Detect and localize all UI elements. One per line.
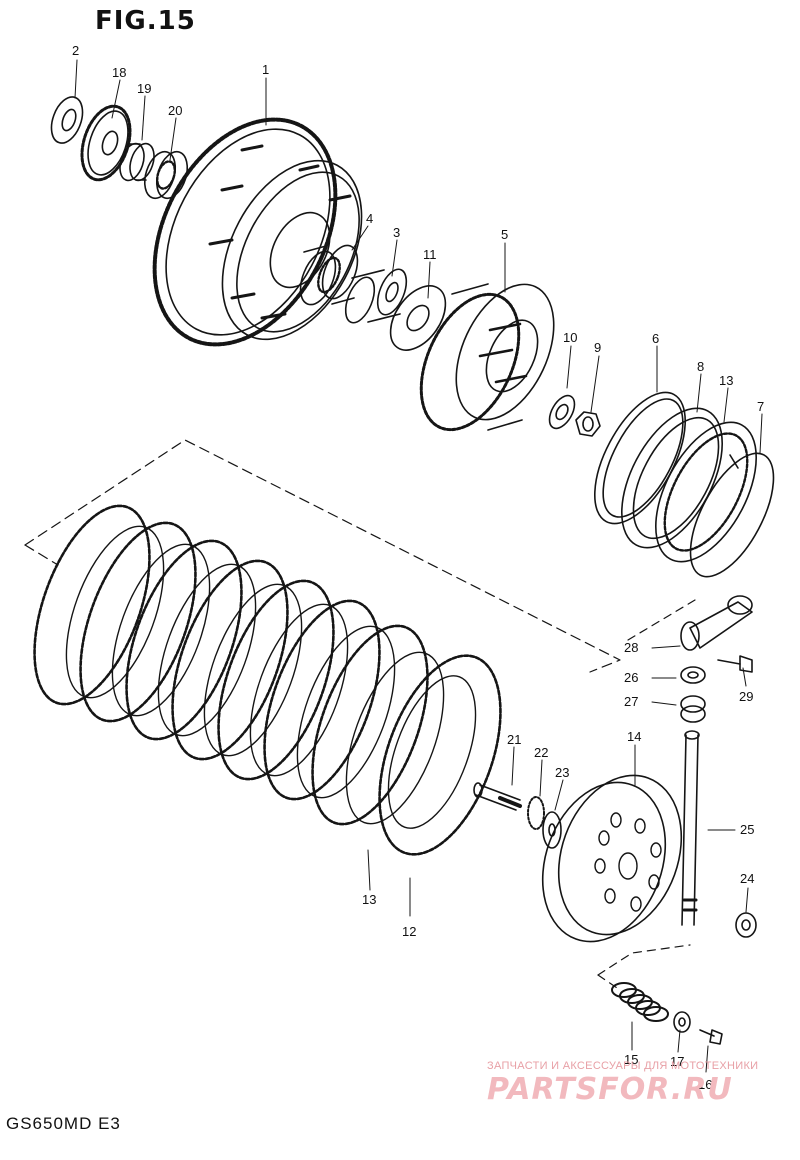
watermark-tagline: ЗАПЧАСТИ И АКСЕССУАРЫ ДЛЯ МОТОТЕХНИКИ [487, 1060, 759, 1072]
callout-10: 10 [563, 330, 578, 345]
callout-27: 27 [624, 694, 639, 709]
callout-28: 28 [624, 640, 639, 655]
spacer-19 [119, 142, 155, 182]
seal-24 [735, 912, 757, 938]
callout-11: 11 [423, 247, 437, 262]
callout-14: 14 [627, 729, 642, 744]
spring-washer-6 [593, 391, 687, 525]
callout-16: 16 [698, 1077, 713, 1092]
circlip-7 [689, 452, 775, 578]
callout-3: 3 [393, 225, 401, 240]
callout-7: 7 [757, 399, 765, 414]
callout-1: 1 [262, 62, 270, 77]
clutch-spring-15 [611, 982, 669, 1022]
clutch-housing-1 [152, 117, 363, 347]
callout-13-lower: 13 [362, 892, 377, 907]
clutch-sleeve-hub-5 [419, 283, 555, 432]
callout-18: 18 [112, 65, 127, 80]
leader-lines [74, 59, 763, 1073]
callout-9: 9 [594, 340, 602, 355]
callout-24: 24 [740, 871, 755, 886]
thrust-washer-2 [50, 96, 84, 144]
clutch-nut-9 [575, 411, 601, 437]
callout-23: 23 [555, 765, 570, 780]
bearing-27 [680, 695, 706, 723]
callout-12: 12 [402, 924, 417, 939]
lock-washer-10 [548, 394, 576, 430]
callout-6: 6 [652, 331, 660, 346]
callout-26: 26 [624, 670, 639, 685]
bolt-29 [717, 655, 753, 673]
plates-group-outline [24, 439, 621, 673]
callout-13-upper: 13 [719, 373, 734, 388]
pressure-plate-14 [541, 774, 683, 943]
sleeve-hub-3 [344, 268, 408, 324]
watermark: ЗАПЧАСТИ И АКСЕССУАРЫ ДЛЯ МОТОТЕХНИКИ PA… [487, 1060, 797, 1107]
callout-22: 22 [534, 745, 549, 760]
needle-bearing-20 [143, 150, 189, 200]
push-piece-21 [473, 782, 522, 811]
watermark-logo: PARTSFOR.RU [487, 1072, 733, 1107]
callout-4: 4 [366, 211, 374, 226]
push-rod-25 [681, 730, 700, 926]
callout-15: 15 [624, 1052, 639, 1067]
thrust-bearing-22 [527, 796, 545, 830]
callout-20: 20 [168, 103, 183, 118]
callout-17: 17 [670, 1054, 685, 1069]
washer-17 [673, 1011, 691, 1033]
callout-2: 2 [72, 43, 80, 58]
spring-bolt-16 [699, 1029, 723, 1045]
model-code: GS650MD E3 [6, 1114, 121, 1133]
callout-29: 29 [739, 689, 754, 704]
clutch-plate-stack [33, 504, 502, 856]
callout-21: 21 [507, 732, 522, 747]
figure-title: FIG.15 [95, 6, 196, 36]
release-arm-28 [680, 595, 753, 651]
washer-26 [680, 666, 706, 684]
drive-plate-13a [654, 421, 758, 563]
callout-25: 25 [740, 822, 755, 837]
thrust-washer-11 [389, 285, 447, 351]
callout-8: 8 [697, 359, 705, 374]
washer-23 [542, 811, 562, 849]
pressure-plate-outline [597, 599, 696, 991]
callout-19: 19 [137, 81, 152, 96]
callout-5: 5 [501, 227, 509, 242]
